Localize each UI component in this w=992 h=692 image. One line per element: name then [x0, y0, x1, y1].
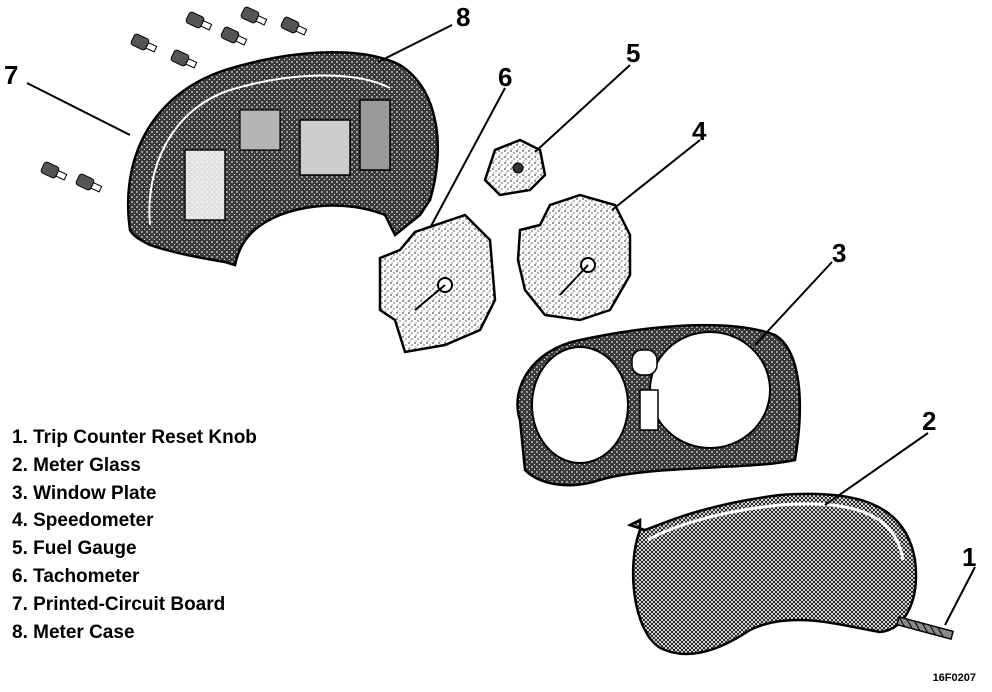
- leader-line-5: [534, 64, 631, 153]
- legend-item-7: 7. Printed-Circuit Board: [12, 593, 226, 615]
- leader-line-7: [26, 82, 131, 136]
- callout-6: 6: [498, 62, 512, 92]
- callout-4: 4: [692, 116, 707, 146]
- leader-line-2: [824, 432, 929, 506]
- fuel-gauge: [483, 138, 547, 197]
- leader-lines: [26, 24, 976, 626]
- meter-glass: [626, 492, 918, 656]
- leader-line-4: [611, 139, 701, 211]
- legend-item-1: 1. Trip Counter Reset Knob: [12, 427, 257, 448]
- leader-line-8: [377, 24, 453, 63]
- legend-item-6: 6. Tachometer: [12, 565, 140, 587]
- callout-8: 8: [456, 2, 470, 32]
- legend-item-3: 3. Window Plate: [12, 482, 157, 504]
- trip-counter-reset-knob: [896, 615, 954, 641]
- speedometer: [516, 193, 632, 322]
- legend-item-8: 8. Meter Case: [12, 621, 135, 643]
- parts-legend: 1. Trip Counter Reset Knob 2. Meter Glas…: [12, 424, 257, 646]
- legend-item-4: 4. Speedometer: [12, 510, 154, 532]
- figure-code: 16F0207: [932, 672, 976, 684]
- legend-item-5: 5. Fuel Gauge: [12, 538, 137, 560]
- tachometer: [378, 213, 497, 354]
- legend-item-2: 2. Meter Glass: [12, 454, 141, 476]
- meter-case-and-pcb: [126, 51, 439, 267]
- leader-line-3: [754, 261, 833, 346]
- bulb-sockets: [40, 6, 308, 193]
- leader-line-6: [429, 87, 506, 229]
- callout-2: 2: [922, 406, 936, 436]
- callout-7: 7: [4, 60, 18, 90]
- callout-numbers: 7 8 6 5 4 3 2 1: [4, 2, 976, 572]
- callout-5: 5: [626, 38, 640, 68]
- callout-1: 1: [962, 542, 976, 572]
- leader-line-1: [944, 566, 976, 626]
- window-plate: [516, 323, 802, 487]
- callout-3: 3: [832, 238, 846, 268]
